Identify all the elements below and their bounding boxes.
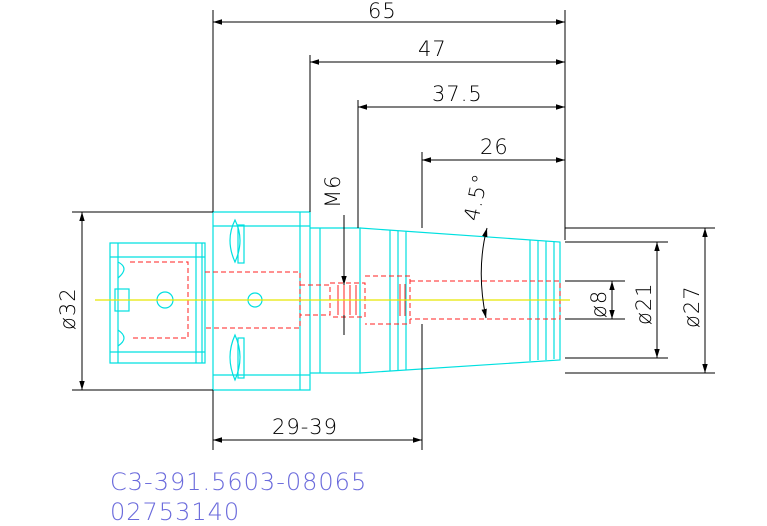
dim-dia-32: ø32 [56, 287, 80, 330]
dim-clamp-range: 29-39 [272, 415, 338, 439]
dimension-lines [72, 10, 715, 450]
dim-length-26: 26 [480, 135, 509, 159]
dim-overall-length: 65 [368, 0, 397, 23]
dim-dia-8: ø8 [587, 290, 611, 318]
part-outline [109, 211, 561, 391]
dim-taper-angle: 4.5° [459, 171, 492, 223]
dim-length-37-5: 37.5 [432, 82, 483, 106]
dim-dia-21: ø21 [632, 282, 656, 325]
dim-length-47: 47 [418, 37, 447, 61]
part-code: C3-391.5603-08065 [110, 468, 368, 496]
part-number: 02753140 [110, 498, 241, 526]
dim-thread: M6 [321, 175, 345, 208]
dim-dia-27: ø27 [680, 285, 704, 328]
